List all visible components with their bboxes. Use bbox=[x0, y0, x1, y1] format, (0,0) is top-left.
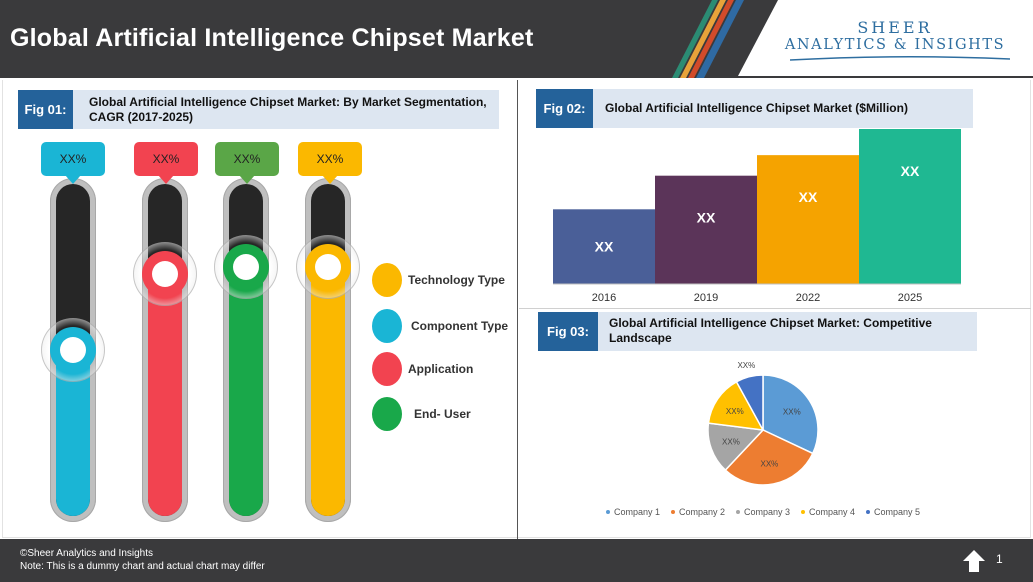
pie-legend-marker bbox=[736, 510, 740, 514]
fig1-title-line1: Global Artificial Intelligence Chipset M… bbox=[89, 95, 487, 109]
pie-legend-marker bbox=[801, 510, 805, 514]
bar-2022 bbox=[757, 155, 859, 284]
fig3-pie-chart: XX% XX% XX% XX% XX% Company 1 Company 2 Company… bbox=[606, 361, 920, 517]
thermo-technology-type-knob bbox=[305, 244, 351, 290]
pie-legend-label: Company 2 bbox=[679, 507, 725, 517]
fig3-title-line2: Landscape bbox=[609, 331, 672, 345]
fig2-title: Global Artificial Intelligence Chipset M… bbox=[605, 101, 908, 115]
fig3-tag: Fig 03: bbox=[538, 312, 598, 351]
thermo-application-knob bbox=[142, 250, 188, 297]
thermo-application bbox=[142, 178, 188, 522]
pie-legend-marker bbox=[866, 510, 870, 514]
logo-sheer: SHEER bbox=[857, 18, 933, 37]
pie-data-label: XX% bbox=[737, 361, 755, 370]
thermo-application-fill bbox=[148, 273, 182, 516]
legend-color-dot bbox=[372, 263, 402, 297]
logo-analytics-insights: ANALYTICS & INSIGHTS bbox=[784, 37, 1006, 53]
pie-data-label: XX% bbox=[783, 408, 801, 417]
pie-data-label: XX% bbox=[722, 438, 740, 447]
stripe-3 bbox=[688, 0, 734, 78]
legend-item: End- User bbox=[372, 397, 512, 431]
bar-data-label: XX bbox=[697, 210, 716, 226]
header-stripes bbox=[672, 0, 744, 78]
stripe-1 bbox=[672, 0, 718, 78]
x-tick-label: 2022 bbox=[796, 292, 820, 304]
pie-slice bbox=[762, 374, 819, 455]
stripe-2 bbox=[680, 0, 726, 78]
x-tick-label: 2016 bbox=[592, 292, 616, 304]
pie-legend-label: Company 1 bbox=[614, 507, 660, 517]
thermo-technology-type-tube bbox=[311, 184, 345, 516]
legend-color-dot bbox=[372, 352, 402, 386]
footer-note: Note: This is a dummy chart and actual c… bbox=[20, 561, 265, 572]
fig2-header: Fig 02: bbox=[536, 89, 973, 128]
fig3-title-line1: Global Artificial Intelligence Chipset M… bbox=[609, 316, 932, 330]
content-frame bbox=[2, 80, 1031, 538]
pie-legend-label: Company 3 bbox=[744, 507, 790, 517]
pie-slice bbox=[707, 380, 765, 431]
thermo-component-type-value-bubble: XX% bbox=[41, 142, 105, 184]
page-number: 1 bbox=[996, 552, 1003, 566]
pie-data-label: XX% bbox=[726, 407, 744, 416]
thermo-technology-type-fill bbox=[311, 267, 345, 516]
fig2-tag: Fig 02: bbox=[536, 89, 593, 128]
fig1-tag: Fig 01: bbox=[18, 90, 73, 129]
thermo-application-value-bubble: XX% bbox=[134, 142, 198, 184]
legend-item: Technology Type bbox=[372, 263, 512, 297]
thermo-end-user bbox=[223, 178, 269, 522]
footer-copyright: ©Sheer Analytics and Insights bbox=[20, 548, 153, 559]
thermo-end-user-value-bubble: XX% bbox=[215, 142, 279, 184]
fig1-title-line2: CAGR (2017-2025) bbox=[89, 110, 194, 124]
pie-slice bbox=[735, 374, 764, 431]
pie-legend-marker bbox=[671, 510, 675, 514]
fig1-header: Fig 01: bbox=[18, 90, 499, 129]
bar-2019 bbox=[655, 175, 757, 284]
vertical-divider bbox=[517, 80, 518, 562]
legend-label: Component Type bbox=[411, 319, 509, 333]
thermo-application-tube bbox=[148, 184, 182, 516]
fig3-header: Fig 03: bbox=[538, 312, 977, 351]
pie-slice bbox=[707, 422, 765, 472]
pie-slice bbox=[724, 429, 814, 486]
pie-legend-label: Company 5 bbox=[874, 507, 920, 517]
thermo-component-type-knob bbox=[50, 327, 96, 373]
thermo-technology-type-value-bubble: XX% bbox=[298, 142, 362, 184]
stripe-4 bbox=[696, 0, 744, 78]
pie-data-label: XX% bbox=[760, 459, 778, 468]
bar-2025 bbox=[859, 129, 961, 284]
thermo-end-user-fill bbox=[229, 267, 263, 516]
legend-item: Application bbox=[372, 352, 512, 386]
x-tick-label: 2025 bbox=[898, 292, 922, 304]
legend-label: Technology Type bbox=[408, 273, 505, 287]
legend-label: Application bbox=[408, 362, 474, 376]
thermo-technology-type bbox=[305, 178, 351, 522]
legend-label: End- User bbox=[414, 407, 471, 421]
bar-2016 bbox=[553, 209, 655, 284]
thermo-end-user-knob bbox=[223, 244, 269, 290]
legend-color-dot bbox=[372, 309, 402, 343]
footer-bar bbox=[0, 539, 1033, 582]
x-tick-label: 2019 bbox=[694, 292, 718, 304]
thermo-end-user-tube bbox=[229, 184, 263, 516]
legend-color-dot bbox=[372, 397, 402, 431]
pie-legend-label: Company 4 bbox=[809, 507, 855, 517]
bar-data-label: XX bbox=[901, 163, 920, 179]
legend-item: Component Type bbox=[372, 309, 512, 343]
home-arrow-icon[interactable] bbox=[962, 549, 986, 573]
bar-data-label: XX bbox=[799, 189, 818, 205]
fig2-bar-chart: XX 2016 XX 2019 XX 2022 XX 2025 bbox=[553, 129, 961, 304]
logo-swoosh-icon bbox=[790, 55, 1010, 61]
horizontal-divider bbox=[519, 308, 1031, 309]
page-title: Global Artificial Intelligence Chipset M… bbox=[10, 24, 534, 52]
bar-data-label: XX bbox=[595, 239, 614, 255]
pie-legend-marker bbox=[606, 510, 610, 514]
